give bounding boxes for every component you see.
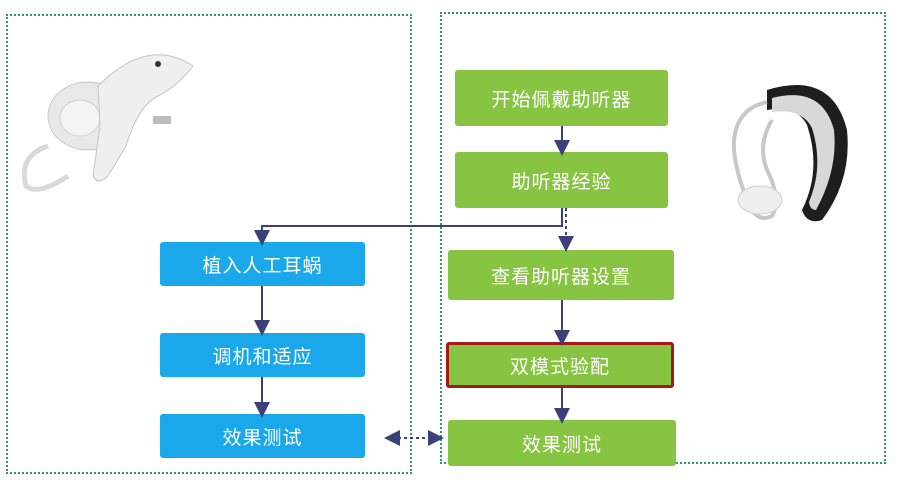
outer-frame bbox=[6, 14, 412, 474]
step-start-hearing-aid: 开始佩戴助听器 bbox=[455, 70, 668, 126]
cochlear-implant-icon bbox=[21, 54, 194, 192]
step-check-hearing-aid-settings: 查看助听器设置 bbox=[448, 250, 674, 300]
step-left-effect-test: 效果测试 bbox=[160, 414, 365, 458]
step-right-effect-test: 效果测试 bbox=[448, 420, 676, 466]
hearing-aid-icon bbox=[731, 85, 848, 222]
step-bimodal-fitting: 双模式验配 bbox=[446, 342, 674, 388]
step-cochlear-implant: 植入人工耳蜗 bbox=[160, 242, 365, 286]
arrow-experience-to-implant bbox=[254, 208, 563, 246]
step-hearing-aid-experience: 助听器经验 bbox=[455, 152, 668, 208]
step-tuning-adaptation: 调机和适应 bbox=[160, 333, 365, 377]
